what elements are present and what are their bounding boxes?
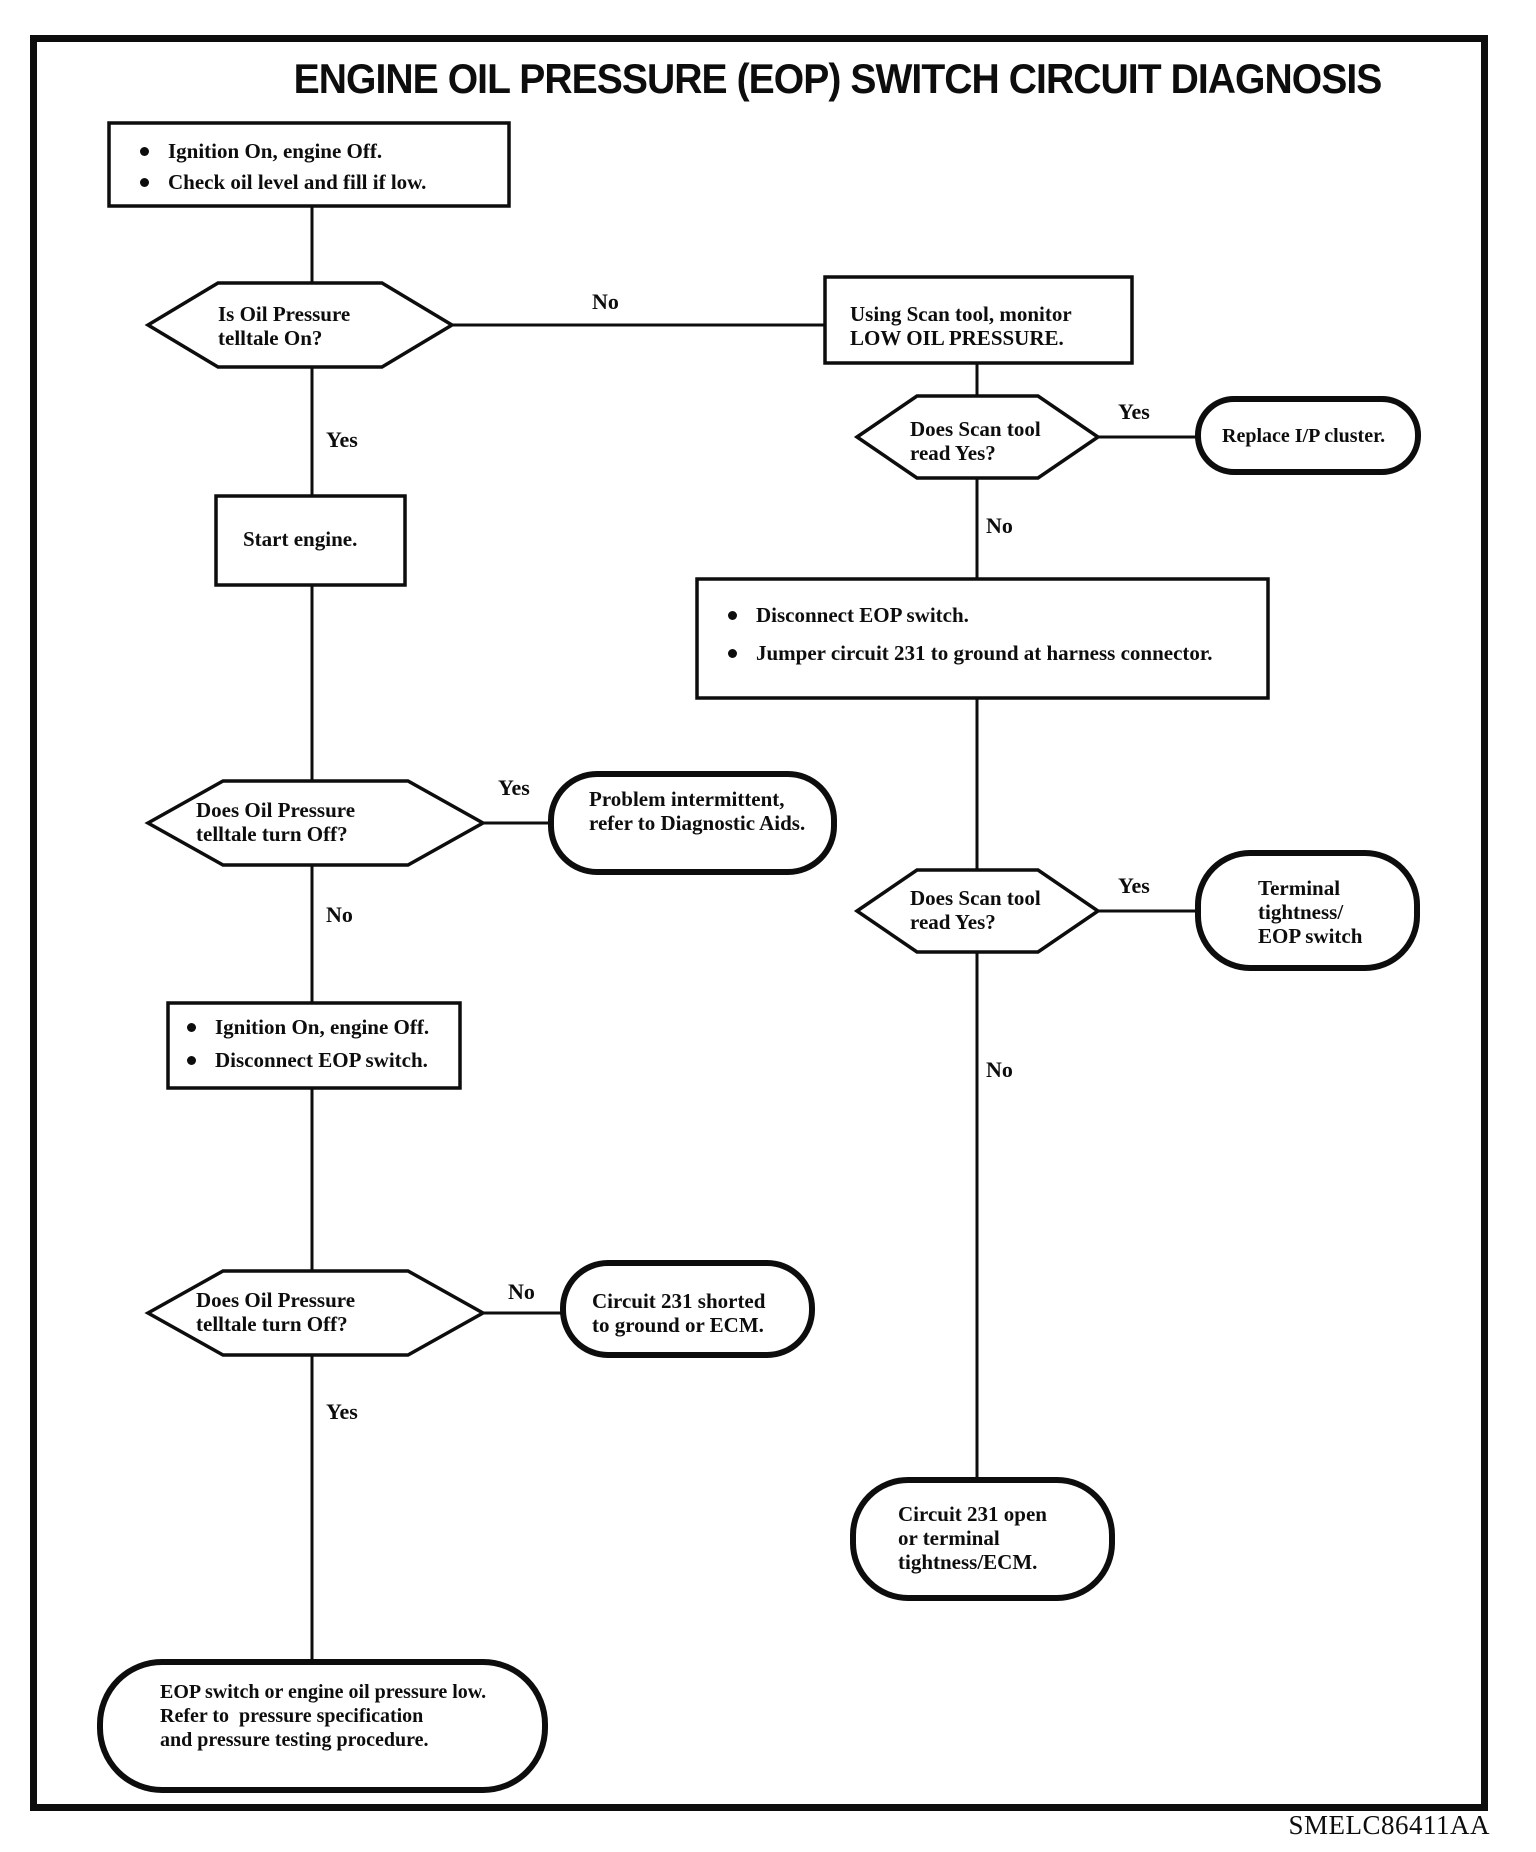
list-item-text: Disconnect EOP switch.: [215, 1048, 428, 1072]
node-box-using-scan-tool: [823, 275, 1134, 365]
bullet-icon: [728, 611, 737, 620]
disconnect-jumper-list: Disconnect EOP switch. Jumper circuit 23…: [728, 603, 1213, 666]
node-text-does-telltale-turn-off-2: Does Oil Pressure telltale turn Off?: [196, 1288, 356, 1336]
list-item: Ignition On, engine Off.: [187, 1015, 429, 1040]
list-item-text: Jumper circuit 231 to ground at harness …: [756, 641, 1213, 665]
bullet-icon: [187, 1023, 196, 1032]
node-box-initial-checks: [107, 121, 511, 208]
branch-label-no: No: [986, 513, 1013, 538]
node-hex-does-telltale-turn-off-1: [144, 779, 487, 867]
node-box-start-engine: [214, 494, 407, 587]
bullet-icon: [140, 147, 149, 156]
list-item: Disconnect EOP switch.: [187, 1048, 429, 1073]
node-text-using-scan-tool: Using Scan tool, monitor LOW OIL PRESSUR…: [850, 302, 1072, 350]
node-hex-does-telltale-turn-off-2: [144, 1269, 487, 1357]
branch-label-yes: Yes: [326, 427, 358, 452]
list-item-text: Check oil level and fill if low.: [168, 170, 427, 194]
branch-label-no: No: [508, 1279, 535, 1304]
node-text-does-scan-read-yes-2: Does Scan tool read Yes?: [910, 886, 1041, 934]
node-text-problem-intermittent: Problem intermittent, refer to Diagnosti…: [589, 787, 806, 835]
branch-label-yes: Yes: [498, 775, 530, 800]
initial-checks-list: Ignition On, engine Off. Check oil level…: [140, 139, 426, 195]
node-text-replace-ip-cluster: Replace I/P cluster.: [1222, 425, 1386, 447]
node-oval-problem-intermittent: [548, 771, 837, 875]
bullet-icon: [187, 1056, 196, 1065]
list-item-text: Disconnect EOP switch.: [756, 603, 969, 627]
branch-label-no: No: [326, 902, 353, 927]
node-text-eop-switch-low: EOP switch or engine oil pressure low. R…: [160, 1681, 487, 1751]
node-box-disconnect-jumper: [695, 577, 1270, 700]
node-text-does-scan-read-yes-1: Does Scan tool read Yes?: [910, 417, 1041, 465]
branch-label-no: No: [592, 289, 619, 314]
node-hex-does-scan-read-yes-1: [853, 394, 1102, 480]
node-box-ignition-disconnect: [166, 1001, 462, 1090]
branch-label-yes: Yes: [326, 1399, 358, 1424]
branch-label-no: No: [986, 1057, 1013, 1082]
list-item-text: Ignition On, engine Off.: [215, 1015, 430, 1039]
document-code: SMELC86411AA: [1288, 1810, 1490, 1840]
bullet-icon: [728, 649, 737, 658]
diagram-border: [30, 35, 1488, 1811]
node-text-start-engine: Start engine.: [243, 527, 358, 551]
node-text-circuit-231-shorted: Circuit 231 shorted to ground or ECM.: [592, 1289, 766, 1337]
bullet-icon: [140, 178, 149, 187]
branch-label-yes: Yes: [1118, 399, 1150, 424]
page-title: ENGINE OIL PRESSURE (EOP) SWITCH CIRCUIT…: [293, 55, 1383, 102]
branch-label-yes: Yes: [1118, 873, 1150, 898]
node-oval-circuit-231-open: [850, 1477, 1115, 1601]
ignition-disconnect-list: Ignition On, engine Off. Disconnect EOP …: [187, 1015, 429, 1073]
list-item: Check oil level and fill if low.: [140, 170, 426, 195]
node-oval-replace-ip-cluster: [1195, 396, 1421, 475]
node-hex-is-telltale-on: [144, 281, 456, 369]
node-oval-terminal-tightness: [1195, 850, 1420, 971]
node-text-terminal-tightness: Terminal tightness/ EOP switch: [1258, 876, 1363, 948]
node-text-does-telltale-turn-off-1: Does Oil Pressure telltale turn Off?: [196, 798, 356, 846]
node-oval-eop-switch-low: [97, 1659, 548, 1793]
list-item-text: Ignition On, engine Off.: [168, 139, 383, 163]
list-item: Ignition On, engine Off.: [140, 139, 426, 164]
list-item: Jumper circuit 231 to ground at harness …: [728, 641, 1213, 666]
node-hex-does-scan-read-yes-2: [853, 868, 1102, 954]
node-text-circuit-231-open: Circuit 231 open or terminal tightness/E…: [898, 1502, 1047, 1574]
node-oval-circuit-231-shorted: [560, 1260, 815, 1358]
node-text-is-telltale-on: Is Oil Pressure telltale On?: [218, 302, 351, 350]
list-item: Disconnect EOP switch.: [728, 603, 1213, 628]
